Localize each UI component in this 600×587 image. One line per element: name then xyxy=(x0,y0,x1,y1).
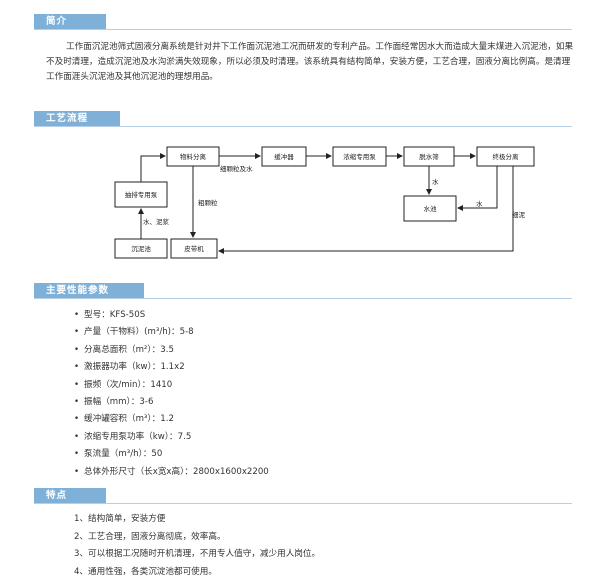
param-item: •振幅（mm）：3-6 xyxy=(74,397,154,408)
box-final-sep xyxy=(476,146,535,167)
params-list: •型号：KFS-50S •产量（干物料）(m³/h)：5-8 •分离总面积（m²… xyxy=(74,307,269,481)
feature-item: 2、工艺合理，固液分离彻底，效率高。 xyxy=(74,531,226,542)
features-list: 1、结构简单，安装方便 2、工艺合理，固液分离彻底，效率高。 3、可以根据工况随… xyxy=(74,511,320,581)
label-water-2: 水 xyxy=(476,199,483,208)
section-divider xyxy=(34,126,572,127)
feature-item: 3、可以根据工况随时开机清理，不用专人值守，减少用人岗位。 xyxy=(74,549,321,560)
section-divider xyxy=(34,298,572,299)
box-buffer-label: 缓冲器 xyxy=(274,152,294,161)
section-header-params: 主要性能参数 xyxy=(34,283,144,298)
label-coarse: 粗颗粒 xyxy=(198,198,218,207)
box-separator-label: 物料分离 xyxy=(180,152,207,161)
section-header-features: 特点 xyxy=(34,488,106,503)
section-header-process: 工艺流程 xyxy=(34,111,120,126)
box-dewater-label: 脱水筛 xyxy=(419,152,439,161)
section-divider xyxy=(34,503,572,504)
box-sediment-label: 沉泥池 xyxy=(131,244,151,253)
label-water-sludge: 水、泥浆 xyxy=(143,217,170,226)
param-item: •振频（次/min）：1410 xyxy=(74,379,173,390)
label-fine: 细颗粒及水 xyxy=(220,164,253,173)
param-item: •分离总面积（m²）：3.5 xyxy=(74,344,174,355)
section-divider xyxy=(34,29,572,30)
param-item: •产量（干物料）(m³/h)：5-8 xyxy=(74,327,194,338)
param-item: •激振器功率（kw）：1.1x2 xyxy=(74,362,185,373)
param-item: •浓缩专用泵功率（kw）：7.5 xyxy=(74,431,192,442)
label-fine-mud: 细泥 xyxy=(512,210,526,219)
section-header-intro: 简介 xyxy=(34,14,106,29)
box-water-tank-label: 水池 xyxy=(424,204,438,213)
box-belt-label: 皮带机 xyxy=(184,244,204,253)
param-item: •泵流量（m³/h）：50 xyxy=(74,449,163,460)
feature-item: 1、结构简单，安装方便 xyxy=(74,514,166,524)
box-water-tank xyxy=(403,195,457,222)
intro-paragraph: 工作面沉泥池筛式固液分离系统是针对井下工作面沉泥池工况而研发的专利产品。工作面经… xyxy=(46,42,574,82)
param-item: •总体外形尺寸（长x宽x高）：2800x1600x2200 xyxy=(74,466,269,477)
box-final-sep-label: 终极分离 xyxy=(493,152,520,161)
feature-item: 4、通用性强，各类沉淀池都可使用。 xyxy=(74,566,217,577)
label-water-1: 水 xyxy=(432,177,439,186)
box-belt xyxy=(170,238,218,259)
box-pump-label: 浓缩专用泵 xyxy=(343,152,376,161)
box-sump-pump-label: 抽排专用泵 xyxy=(125,190,158,199)
param-item: •型号：KFS-50S xyxy=(74,310,146,320)
param-item: •缓冲罐容积（m³）：1.2 xyxy=(74,414,174,425)
